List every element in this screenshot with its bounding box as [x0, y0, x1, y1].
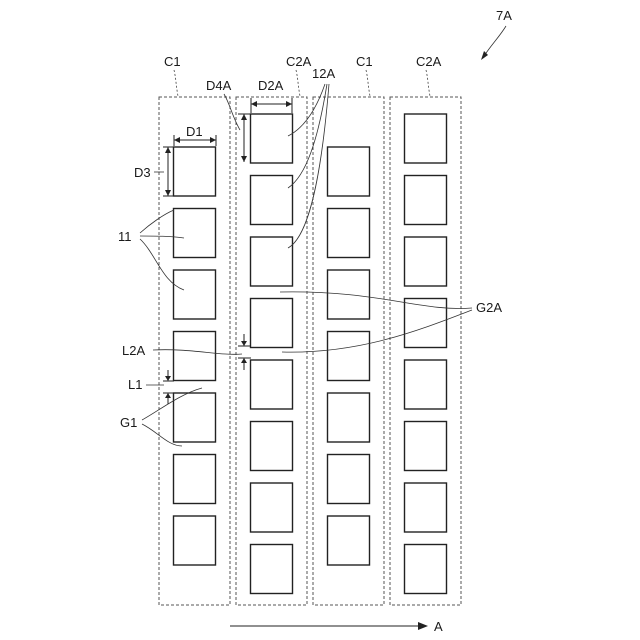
pixel-cell: [251, 360, 293, 409]
d4a-arrowhead-top: [241, 114, 247, 120]
pixel-cell: [251, 299, 293, 348]
d3-arrowhead-bottom: [165, 190, 171, 196]
d3-label: D3: [134, 165, 151, 180]
direction-arrowhead: [418, 622, 428, 630]
d1-label: D1: [186, 124, 203, 139]
pixel-cell: [405, 483, 447, 532]
figure-ref-label: 7A: [496, 8, 512, 23]
pixel-cell: [405, 422, 447, 471]
pixel-cell: [251, 237, 293, 286]
d2a-label: D2A: [258, 78, 284, 93]
pixel-cell: [251, 176, 293, 225]
columns-group: [159, 97, 461, 605]
cells-11-label: 11: [118, 229, 132, 244]
pixel-cell: [405, 237, 447, 286]
column-label-leader-1: [174, 70, 178, 96]
d4a-label: D4A: [206, 78, 232, 93]
pixel-cell: [405, 176, 447, 225]
pixel-cell: [174, 147, 216, 196]
pixel-cell: [174, 270, 216, 319]
l1-arrowhead-top: [165, 376, 171, 381]
column-label-2: C2A: [286, 54, 312, 69]
pixel-cell: [405, 545, 447, 594]
direction-label: A: [434, 619, 443, 634]
pixel-cell: [251, 422, 293, 471]
column-label-leader-3: [366, 70, 370, 96]
d3-arrowhead-top: [165, 147, 171, 153]
d1-arrowhead-left: [174, 137, 180, 143]
pixel-cell: [174, 393, 216, 442]
pixel-cell: [174, 516, 216, 565]
d2a-arrowhead-right: [286, 101, 292, 107]
pixel-cell: [328, 516, 370, 565]
l1-arrowhead-bottom: [165, 393, 171, 398]
pixel-cell: [328, 209, 370, 258]
d4a-leader: [224, 94, 240, 130]
l2a-arrowhead-bottom: [241, 358, 247, 363]
column-label-1: C1: [164, 54, 181, 69]
l2a-label: L2A: [122, 343, 145, 358]
column-label-3: C1: [356, 54, 373, 69]
d1-arrowhead-right: [210, 137, 216, 143]
gap-g2a-label: G2A: [476, 300, 502, 315]
pixel-cell: [328, 332, 370, 381]
l1-label: L1: [128, 377, 142, 392]
pixel-cell: [251, 545, 293, 594]
pixel-cell: [328, 393, 370, 442]
cells-11-leader-1: [140, 210, 174, 233]
pixel-cell: [328, 147, 370, 196]
pixel-cell: [251, 483, 293, 532]
cells-12a-label: 12A: [312, 66, 335, 81]
d2a-arrowhead-left: [251, 101, 257, 107]
pixel-cell: [174, 455, 216, 504]
d4a-arrowhead-bottom: [241, 156, 247, 162]
pixel-cell: [405, 114, 447, 163]
pixel-cell: [405, 360, 447, 409]
pixel-cell: [251, 114, 293, 163]
pixel-cell: [328, 455, 370, 504]
pixel-cell: [174, 209, 216, 258]
l2a-arrowhead-top: [241, 341, 247, 346]
column-label-4: C2A: [416, 54, 442, 69]
column-label-leader-2: [296, 70, 300, 96]
pixel-cell: [174, 332, 216, 381]
figure-ref-leader: [484, 26, 506, 56]
gap-g1-label: G1: [120, 415, 137, 430]
column-label-leader-4: [426, 70, 430, 96]
